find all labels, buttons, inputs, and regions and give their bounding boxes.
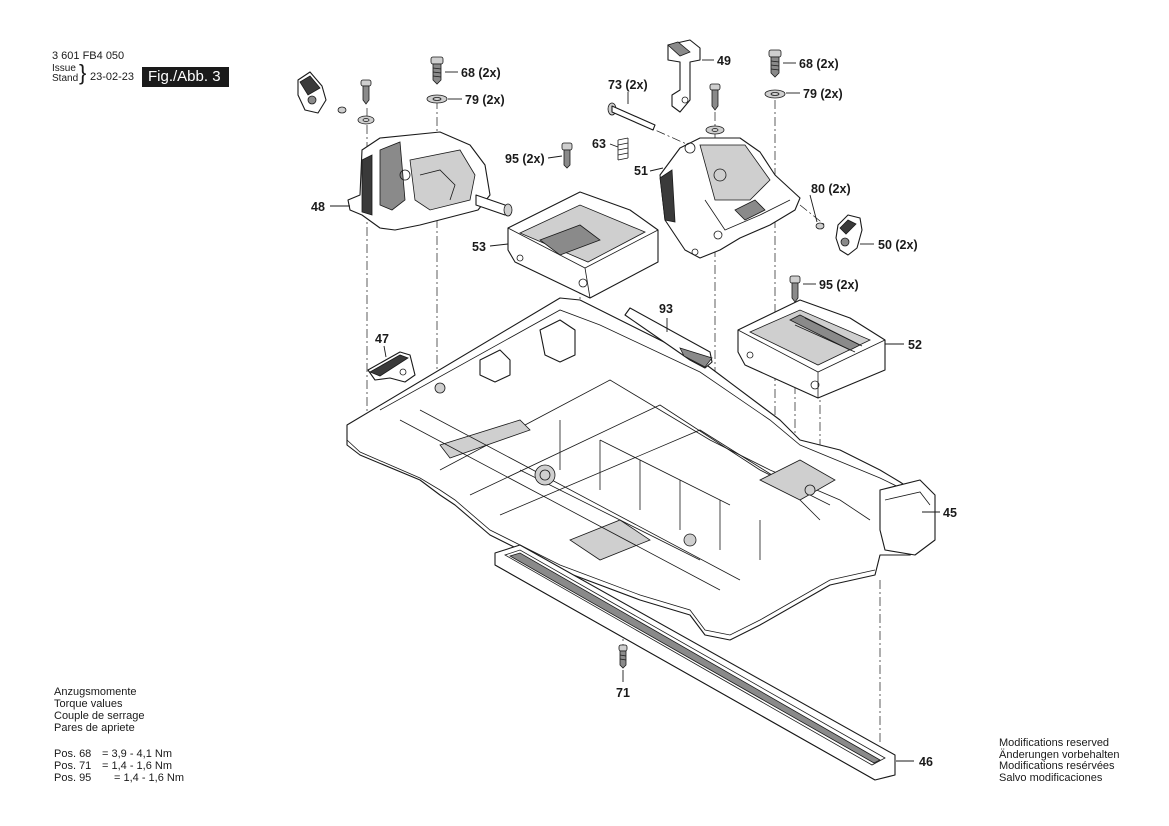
part-53-block xyxy=(507,191,659,299)
part-46-rail xyxy=(494,544,896,781)
callout-80: 80 (2x) xyxy=(811,182,851,196)
callout-68-left: 68 (2x) xyxy=(461,66,501,80)
part-73-pin xyxy=(607,102,656,131)
callout-labels: 49 68 (2x) 79 (2x) 68 (2x) 79 (2x) 73 (2… xyxy=(311,54,957,769)
part-45-base-plate xyxy=(346,297,936,641)
issue-stand-labels: Issue Stand xyxy=(52,64,78,84)
callout-79-right: 79 (2x) xyxy=(803,87,843,101)
leader-lines xyxy=(330,59,940,762)
torque-title-de: Anzugsmomente xyxy=(54,686,137,698)
figure-label: Fig./Abb. 3 xyxy=(142,67,229,87)
modifications-line: Salvo modificaciones xyxy=(999,771,1103,784)
callout-79-left: 79 (2x) xyxy=(465,93,505,107)
torque-title-en: Torque values xyxy=(54,698,123,710)
modifications-line: Modifications resérvées xyxy=(999,760,1115,772)
issue-label: Issue xyxy=(52,63,76,74)
part-51-right-housing xyxy=(659,137,801,259)
callout-93: 93 xyxy=(659,302,673,316)
torque-values: Anzugsmomente Torque values Couple de se… xyxy=(54,686,184,784)
left-knob-assembly xyxy=(297,71,375,125)
callout-48: 48 xyxy=(311,200,325,214)
part-49-clip xyxy=(667,39,701,113)
screw-above-51 xyxy=(705,83,725,135)
torque-title-fr: Couple de serrage xyxy=(54,710,145,722)
callout-53: 53 xyxy=(472,240,486,254)
torque-pos: Pos. 71 xyxy=(54,760,92,772)
torque-row: Pos. 71 = 1,4 - 1,6 Nm xyxy=(54,760,184,772)
part-80-washer xyxy=(815,222,825,230)
callout-46: 46 xyxy=(919,755,933,769)
part-number: 3 601 FB4 050 xyxy=(52,50,125,62)
part-71-screw xyxy=(618,644,628,669)
torque-value: = 1,4 - 1,6 Nm xyxy=(114,772,185,784)
part-48-left-housing xyxy=(347,131,513,231)
callout-52: 52 xyxy=(908,338,922,352)
part-79-left-washer xyxy=(426,94,448,104)
torque-title-es: Pares de apriete xyxy=(54,722,135,734)
modifications-line: Modifications reserved xyxy=(999,737,1110,749)
part-63-spring xyxy=(617,137,629,161)
callout-49: 49 xyxy=(717,54,731,68)
part-52-block xyxy=(737,299,886,399)
part-47-bracket xyxy=(367,351,416,383)
callout-51: 51 xyxy=(634,164,648,178)
modifications-line: Änderungen vorbehalten xyxy=(999,748,1120,761)
issue-date: 23-02-23 xyxy=(90,71,135,83)
torque-value: = 1,4 - 1,6 Nm xyxy=(102,760,173,772)
part-68-right-screw xyxy=(768,49,782,78)
callout-73: 73 (2x) xyxy=(608,78,648,92)
brace-glyph: } xyxy=(79,60,87,85)
callout-95-top: 95 (2x) xyxy=(505,152,545,166)
callout-63: 63 xyxy=(592,137,606,151)
torque-value: = 3,9 - 4,1 Nm xyxy=(102,748,173,760)
callout-71: 71 xyxy=(616,686,630,700)
callout-45: 45 xyxy=(943,506,957,520)
part-50-knob xyxy=(835,214,863,256)
torque-pos: Pos. 68 xyxy=(54,748,92,760)
torque-row: Pos. 68 = 3,9 - 4,1 Nm xyxy=(54,748,184,760)
part-93-rod xyxy=(624,307,713,369)
torque-row: Pos. 95 = 1,4 - 1,6 Nm xyxy=(54,772,184,784)
part-68-left-screw xyxy=(430,56,444,85)
torque-pos: Pos. 95 xyxy=(54,772,92,784)
stand-label: Stand xyxy=(52,73,79,84)
part-79-right-washer xyxy=(764,89,786,99)
callout-50: 50 (2x) xyxy=(878,238,918,252)
modifications-notice: Modifications reserved Änderungen vorbeh… xyxy=(999,737,1120,784)
callout-47: 47 xyxy=(375,332,389,346)
callout-95-right: 95 (2x) xyxy=(819,278,859,292)
callout-68-right: 68 (2x) xyxy=(799,57,839,71)
